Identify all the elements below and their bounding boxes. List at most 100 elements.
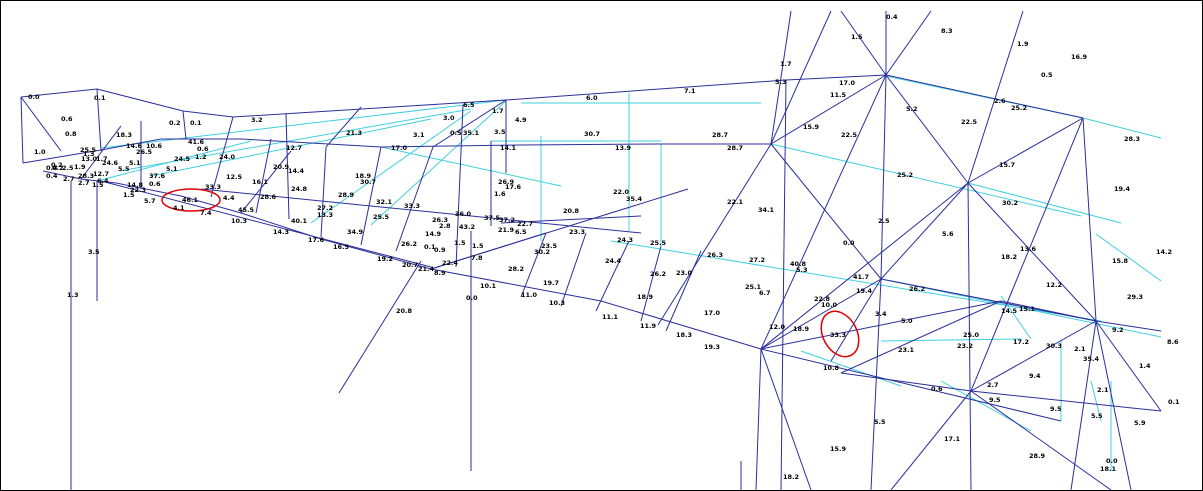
force-label: 15.9	[830, 445, 847, 453]
force-label: 45.5	[238, 206, 255, 214]
force-label: 17.1	[944, 435, 961, 443]
force-label: 14.1	[500, 144, 517, 152]
force-label: 20.9	[273, 163, 290, 171]
force-label: 5.5	[118, 165, 130, 173]
force-label: 2.7	[78, 179, 90, 187]
truss-member	[20, 96, 62, 152]
force-label: 2.6	[994, 97, 1006, 105]
force-label: 0.9	[434, 246, 446, 254]
truss-member	[885, 10, 932, 76]
force-label: 20.7	[402, 261, 418, 269]
force-label: 37.6	[149, 172, 166, 180]
force-label: 5.6	[942, 230, 954, 238]
force-label: 10.3	[231, 217, 247, 225]
force-label: 12.2	[1046, 281, 1062, 289]
force-label: 30.2	[534, 248, 550, 256]
truss-member	[657, 143, 772, 326]
truss-member	[20, 96, 24, 164]
truss-member	[755, 348, 762, 490]
upper-chord	[22, 138, 771, 164]
force-label: 6.0	[586, 94, 598, 102]
truss-member	[1090, 380, 1102, 422]
force-label: 33.3	[404, 202, 420, 210]
force-label: 11.9	[640, 322, 657, 330]
force-label: 36.0	[455, 210, 472, 218]
force-label: 25.5	[650, 239, 667, 247]
force-label: 22.5	[961, 118, 978, 126]
force-label: 14.6	[126, 142, 143, 150]
force-label: 33.3	[205, 183, 221, 191]
force-label: 34.9	[347, 228, 364, 236]
force-label: 0.6	[149, 180, 161, 188]
force-label: 17.0	[704, 309, 721, 317]
force-label: 0.5	[450, 129, 462, 137]
force-label: 23.3	[569, 228, 585, 236]
force-label: 25.5	[80, 146, 97, 154]
force-label: 5.5	[874, 418, 886, 426]
force-label: 18.9	[355, 172, 372, 180]
force-label: 1.3	[67, 291, 79, 299]
force-label: 9.5	[1050, 405, 1062, 413]
force-label: 25.1	[745, 283, 762, 291]
truss-member	[560, 232, 587, 307]
force-label: 12.7	[286, 144, 302, 152]
force-label: 9.5	[989, 396, 1001, 404]
force-label: 7.4	[200, 209, 212, 217]
force-label: 1.5	[851, 33, 863, 41]
force-label: 5.5	[1091, 412, 1103, 420]
force-label: 34.1	[758, 206, 775, 214]
truss-member	[432, 99, 507, 148]
truss-member	[880, 182, 969, 280]
force-label: 15.8	[1112, 257, 1129, 265]
force-label: 11.5	[830, 91, 847, 99]
truss-member	[395, 146, 434, 252]
truss-member	[880, 338, 1022, 342]
truss-member	[770, 10, 792, 145]
force-label: 5.3	[796, 266, 808, 274]
force-label: 16.9	[1071, 53, 1088, 61]
force-label: 0.2	[169, 119, 181, 127]
force-label: 24.8	[291, 185, 308, 193]
force-label: 18.3	[676, 331, 692, 339]
force-label: 0.0	[28, 93, 40, 101]
truss-member	[1070, 320, 1097, 490]
force-label: 1.7	[96, 155, 108, 163]
force-label: 16.1	[252, 178, 269, 186]
force-label: 0.1	[190, 119, 202, 127]
truss-member	[967, 10, 1024, 184]
force-label: 0.4	[46, 172, 58, 180]
force-label: 0.6	[197, 145, 209, 153]
truss-member	[970, 117, 1084, 392]
truss-member	[967, 117, 1084, 184]
truss-member	[96, 88, 102, 152]
force-label: 28.7	[712, 131, 728, 139]
force-label: 35.1	[463, 129, 480, 137]
truss-member	[182, 110, 187, 140]
force-label: 26.9	[498, 178, 515, 186]
force-label: 18.1	[1100, 465, 1117, 473]
truss-member	[840, 372, 972, 392]
truss-member	[967, 182, 1097, 322]
force-label: 28.9	[338, 191, 355, 199]
force-label: 2.5	[878, 217, 890, 225]
force-label: 26.2	[909, 285, 925, 293]
force-label: 0.0	[1106, 457, 1118, 465]
force-label: 6.7	[759, 289, 771, 297]
force-label: 1.5	[454, 239, 466, 247]
force-label: 18.9	[637, 293, 654, 301]
force-label: 24.3	[617, 236, 633, 244]
force-label: 11.1	[602, 313, 619, 321]
force-label: 23.0	[676, 269, 693, 277]
force-label: 46.1	[182, 196, 199, 204]
force-label: 18.2	[1001, 253, 1017, 261]
force-label: 28.6	[260, 193, 277, 201]
force-label: 43.2	[459, 223, 475, 231]
force-label: 13.3	[317, 211, 333, 219]
force-label: 17.0	[839, 79, 856, 87]
truss-member	[665, 250, 702, 332]
truss-member	[96, 140, 252, 182]
force-label: 28.7	[727, 144, 743, 152]
force-label: 1.7	[780, 60, 792, 68]
force-label: 10.3	[549, 299, 565, 307]
